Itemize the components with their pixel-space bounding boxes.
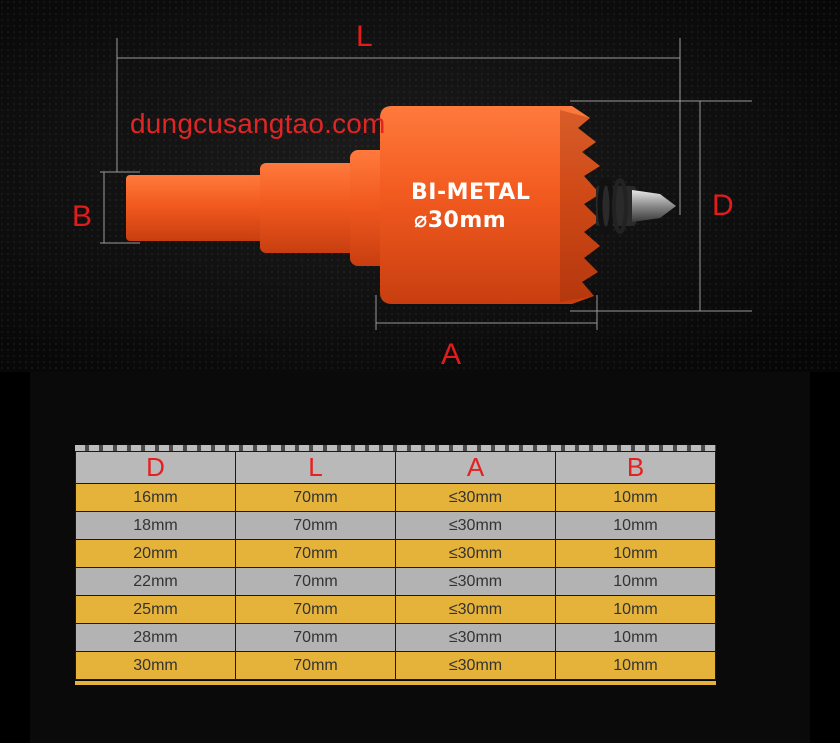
table-cell: 10mm xyxy=(555,511,716,540)
table-cell: ≤30mm xyxy=(395,595,556,624)
table-cell: 70mm xyxy=(235,539,396,568)
table-cell: 30mm xyxy=(75,651,236,680)
table-cell: 70mm xyxy=(235,623,396,652)
pilot-drill xyxy=(596,177,676,235)
table-cell: 10mm xyxy=(555,595,716,624)
table-cell: 10mm xyxy=(555,623,716,652)
cup-body xyxy=(380,106,600,304)
table-cell: 22mm xyxy=(75,567,236,596)
header-l: L xyxy=(235,451,396,484)
dimension-label-depth: A xyxy=(441,338,462,371)
brand-line-2: ⌀30mm xyxy=(414,208,507,233)
table-cell: 10mm xyxy=(555,567,716,596)
header-b: B xyxy=(555,451,716,484)
header-d: D xyxy=(75,451,236,484)
table-cell: ≤30mm xyxy=(395,539,556,568)
table-cell: 16mm xyxy=(75,483,236,512)
watermark-text: dungcusangtao.com xyxy=(130,108,386,139)
header-a: A xyxy=(395,451,556,484)
brand-line-1: BI-METAL xyxy=(411,180,531,205)
table-cell: ≤30mm xyxy=(395,651,556,680)
table-cell: 18mm xyxy=(75,511,236,540)
table-cell: 70mm xyxy=(235,511,396,540)
table-header-row: D L A B xyxy=(75,451,716,484)
table-top-border xyxy=(75,445,716,451)
dimension-label-diameter: D xyxy=(712,189,734,222)
table-cell: 70mm xyxy=(235,483,396,512)
table-cell: ≤30mm xyxy=(395,483,556,512)
table-cell: 70mm xyxy=(235,651,396,680)
dimension-label-length: L xyxy=(356,20,373,53)
table-cell: 28mm xyxy=(75,623,236,652)
table-cell: 70mm xyxy=(235,567,396,596)
hole-saw-illustration xyxy=(100,38,752,330)
arbor xyxy=(260,163,360,253)
table-cell: 10mm xyxy=(555,651,716,680)
table-cell: 25mm xyxy=(75,595,236,624)
table-bottom-border xyxy=(75,681,716,685)
table-cell: 10mm xyxy=(555,539,716,568)
dimension-lines xyxy=(100,38,752,330)
dimension-label-shank: B xyxy=(72,200,93,233)
table-cell: 70mm xyxy=(235,595,396,624)
table-cell: ≤30mm xyxy=(395,511,556,540)
table-cell: 20mm xyxy=(75,539,236,568)
table-cell: ≤30mm xyxy=(395,623,556,652)
table-cell: 10mm xyxy=(555,483,716,512)
shank xyxy=(126,175,266,241)
table-cell: ≤30mm xyxy=(395,567,556,596)
